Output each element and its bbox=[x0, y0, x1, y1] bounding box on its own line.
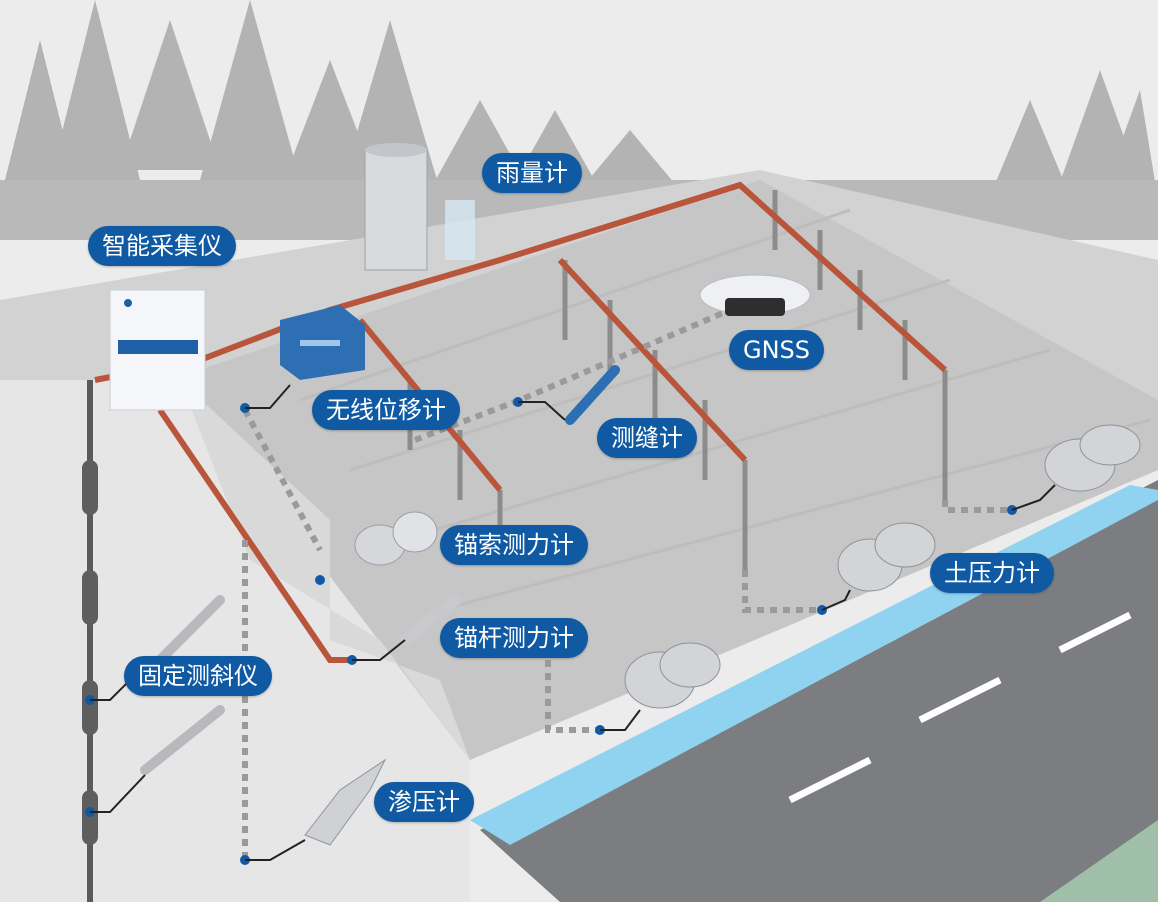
inclinometer-probes bbox=[82, 460, 98, 845]
crack-meter-device bbox=[565, 365, 620, 425]
rain-gauge-device bbox=[364, 143, 475, 271]
label-gnss: GNSS bbox=[729, 330, 825, 370]
label-collector: 智能采集仪 bbox=[88, 226, 236, 266]
road-shoulder bbox=[1040, 820, 1158, 902]
label-piezometer: 渗压计 bbox=[374, 782, 474, 822]
label-crack-meter: 测缝计 bbox=[597, 418, 697, 458]
cable-branch-1 bbox=[557, 257, 748, 463]
soil-pressure-devices bbox=[624, 424, 1141, 709]
label-anchor-rod-load: 锚杆测力计 bbox=[440, 618, 588, 658]
label-soil-pressure: 土压力计 bbox=[930, 553, 1054, 593]
slope-face bbox=[170, 180, 1158, 760]
label-rain-gauge: 雨量计 bbox=[482, 153, 582, 193]
wireless-displacement-device bbox=[280, 305, 365, 380]
inclinometer-sensors bbox=[140, 595, 225, 775]
lane-markings bbox=[788, 611, 1132, 804]
dotted-cables bbox=[242, 307, 1010, 860]
label-inclinometer: 固定测斜仪 bbox=[124, 656, 272, 696]
cable-branch-3 bbox=[157, 408, 355, 663]
label-wireless-displacement: 无线位移计 bbox=[312, 390, 460, 430]
retaining-wall bbox=[180, 380, 470, 760]
label-anchor-cable-load: 锚索测力计 bbox=[440, 525, 588, 565]
sensor-leaders bbox=[90, 384, 1056, 861]
left-embankment bbox=[0, 380, 470, 902]
slope-grid bbox=[299, 208, 1151, 612]
gnss-device bbox=[699, 274, 811, 316]
collector-device bbox=[109, 289, 206, 411]
anchor-rod-device bbox=[399, 594, 461, 646]
anchor-cable-device bbox=[354, 511, 438, 566]
piezometer-device bbox=[304, 758, 387, 846]
